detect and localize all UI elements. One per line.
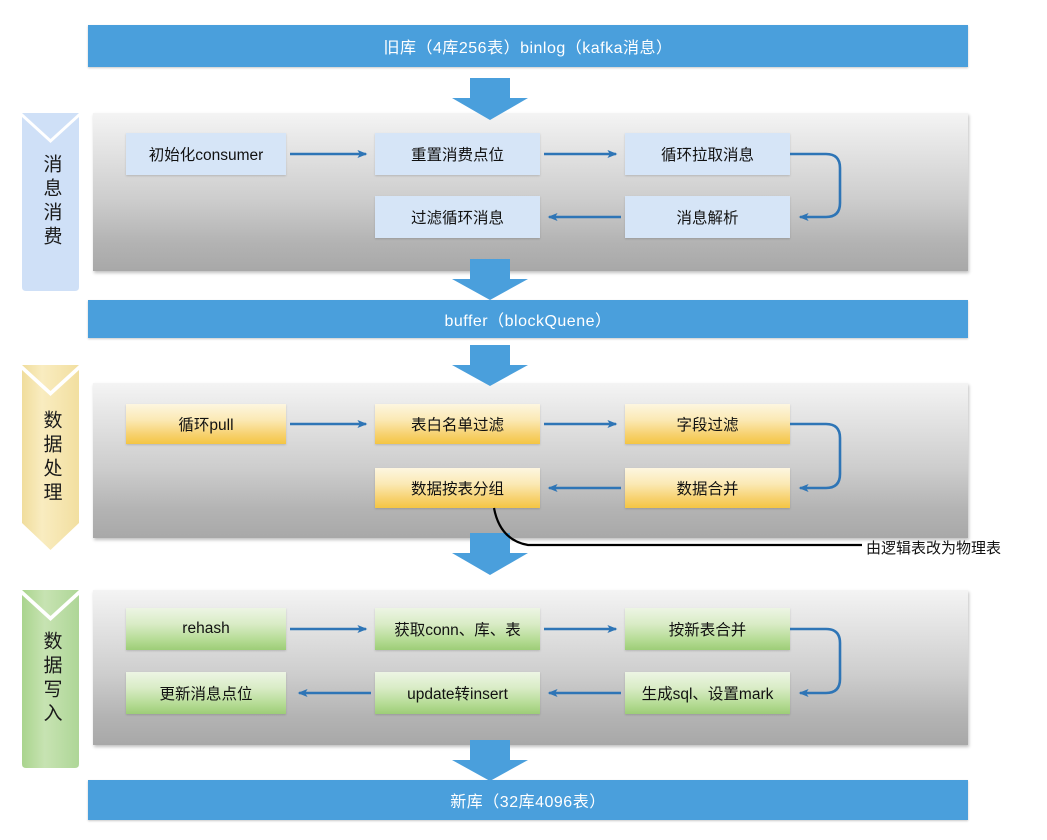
step-loop-pull-message[interactable]: 循环拉取消息 (625, 133, 790, 175)
step-gen-sql-set-mark[interactable]: 生成sql、设置mark (625, 672, 790, 714)
annotation-logical-to-physical-label: 由逻辑表改为物理表 (866, 540, 1002, 557)
step-get-conn-db-table[interactable]: 获取conn、库、表 (375, 608, 540, 650)
step-group-by-table[interactable]: 数据按表分组 (375, 468, 540, 508)
step-reset-offset-label: 重置消费点位 (410, 147, 504, 164)
step-gen-sql-set-mark-label: 生成sql、设置mark (641, 686, 774, 703)
step-update-to-insert-label: update转insert (407, 686, 508, 703)
chevron-down-icon (22, 113, 79, 291)
step-update-to-insert[interactable]: update转insert (375, 672, 540, 714)
step-rehash[interactable]: rehash (126, 608, 286, 650)
step-reset-offset[interactable]: 重置消费点位 (375, 133, 540, 175)
banner-source-database: 旧库（4库256表）binlog（kafka消息） (88, 25, 968, 67)
annotation-logical-to-physical: 由逻辑表改为物理表 (866, 537, 1001, 558)
step-merge-by-new-table[interactable]: 按新表合并 (625, 608, 790, 650)
step-merge-by-new-table-label: 按新表合并 (668, 622, 747, 639)
step-data-merge-label: 数据合并 (676, 481, 739, 498)
chevron-down-icon (22, 590, 79, 768)
step-loop-pull-message-label: 循环拉取消息 (660, 147, 754, 164)
step-table-whitelist-filter-label: 表白名单过滤 (410, 417, 504, 434)
step-field-filter[interactable]: 字段过滤 (625, 404, 790, 444)
stage-label-data-write: 数据写入 (22, 590, 79, 768)
stage-label-data-processing-text: 数据处理 (40, 409, 62, 506)
step-rehash-label: rehash (182, 620, 230, 637)
flow-arrow-down-3 (452, 345, 528, 386)
step-message-parse-label: 消息解析 (676, 210, 739, 227)
step-loop-pull-label: 循环pull (178, 417, 234, 434)
banner-buffer: buffer（blockQuene） (88, 300, 968, 338)
flow-arrow-down-4 (452, 533, 528, 575)
banner-buffer-label: buffer（blockQuene） (444, 313, 612, 330)
step-field-filter-label: 字段过滤 (676, 417, 739, 434)
step-message-parse[interactable]: 消息解析 (625, 196, 790, 238)
step-get-conn-db-table-label: 获取conn、库、表 (394, 622, 521, 639)
banner-target-database-label: 新库（32库4096表） (450, 794, 606, 811)
chevron-down-icon (22, 365, 79, 550)
stage-label-message-consumption-text: 消息消费 (40, 154, 62, 250)
step-filter-loop-message-label: 过滤循环消息 (410, 210, 504, 227)
step-init-consumer[interactable]: 初始化consumer (126, 133, 286, 175)
banner-source-database-label: 旧库（4库256表）binlog（kafka消息） (383, 40, 673, 57)
step-table-whitelist-filter[interactable]: 表白名单过滤 (375, 404, 540, 444)
stage-label-data-processing: 数据处理 (22, 365, 79, 550)
step-filter-loop-message[interactable]: 过滤循环消息 (375, 196, 540, 238)
banner-target-database: 新库（32库4096表） (88, 780, 968, 820)
step-data-merge[interactable]: 数据合并 (625, 468, 790, 508)
stage-label-data-write-text: 数据写入 (40, 631, 62, 727)
stage-label-message-consumption: 消息消费 (22, 113, 79, 291)
step-loop-pull[interactable]: 循环pull (126, 404, 286, 444)
step-init-consumer-label: 初始化consumer (148, 147, 264, 164)
step-update-message-offset-label: 更新消息点位 (159, 686, 253, 703)
flow-arrow-down-5 (452, 740, 528, 781)
step-update-message-offset[interactable]: 更新消息点位 (126, 672, 286, 714)
step-group-by-table-label: 数据按表分组 (410, 481, 504, 498)
